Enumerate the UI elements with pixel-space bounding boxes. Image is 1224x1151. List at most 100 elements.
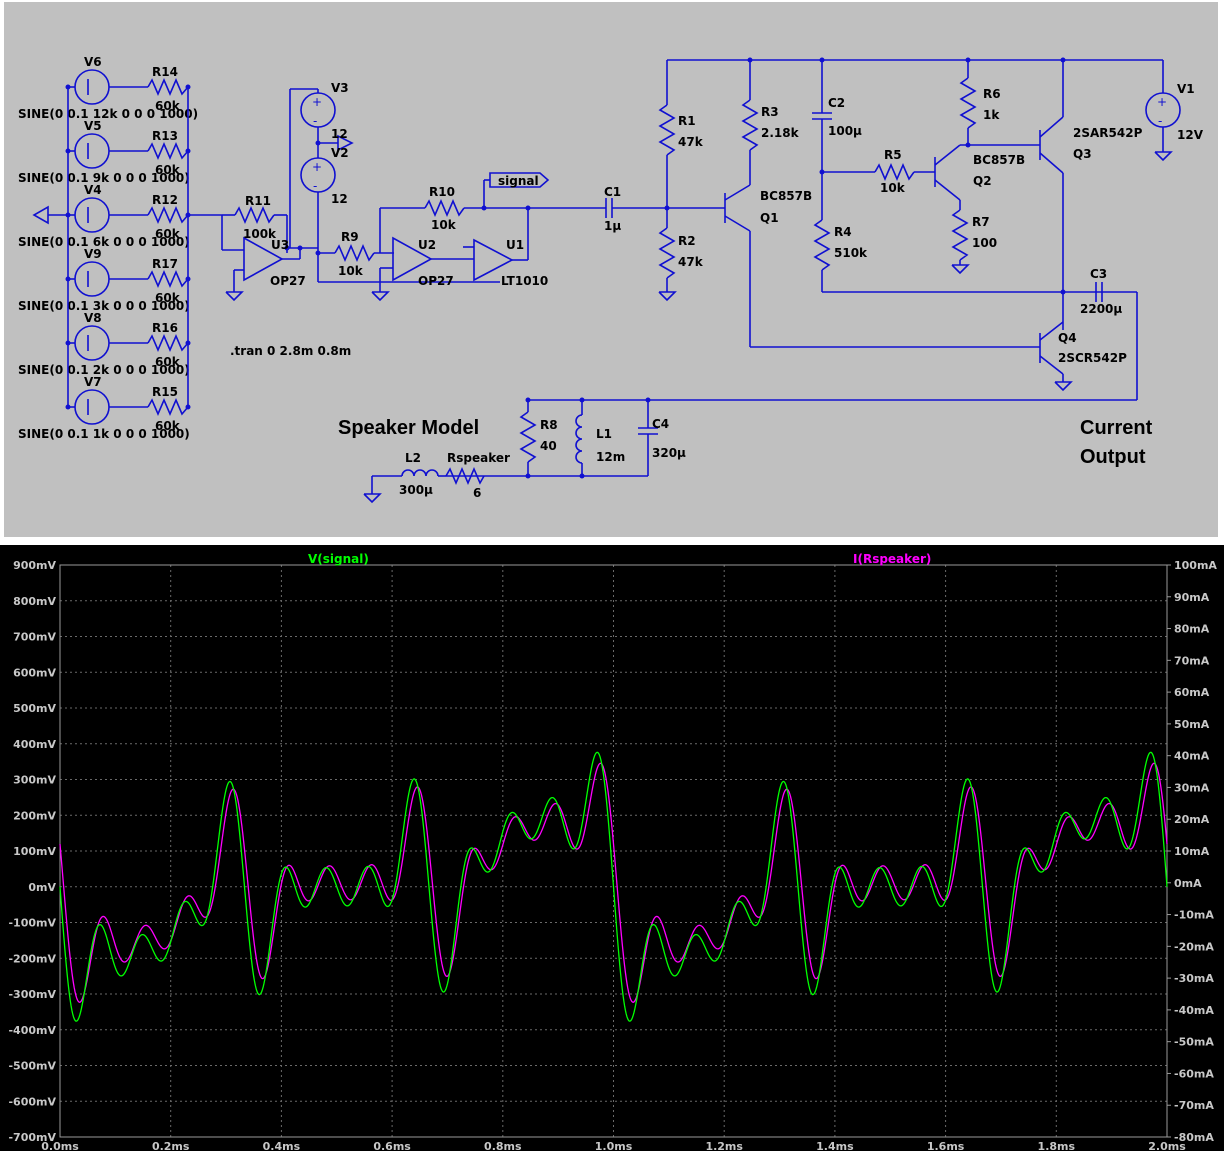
label-v8: V8 xyxy=(84,311,102,325)
y-right-tick-label: 70mA xyxy=(1174,654,1210,667)
svg-text:+: + xyxy=(312,160,322,174)
value-r1: 47k xyxy=(678,135,704,149)
y-right-tick-label: -30mA xyxy=(1174,972,1214,985)
ground-icon xyxy=(658,291,677,302)
y-right-tick-label: -50mA xyxy=(1174,1036,1214,1049)
y-right-tick-label: 50mA xyxy=(1174,718,1210,731)
ground-icon xyxy=(371,291,390,302)
y-right-tick-label: -20mA xyxy=(1174,940,1214,953)
schematic-background xyxy=(4,2,1218,537)
resistor-r12[interactable] xyxy=(147,205,189,225)
y-right-tick-label: -10mA xyxy=(1174,909,1214,922)
resistor-r13[interactable] xyxy=(147,141,189,161)
label-v1: V1 xyxy=(1177,82,1195,96)
resistor-r3[interactable] xyxy=(741,99,759,151)
buffer-u1[interactable] xyxy=(473,238,514,282)
value-v2: 12 xyxy=(331,192,348,206)
x-tick-label: 1.8ms xyxy=(1038,1140,1076,1151)
y-right-tick-label: 30mA xyxy=(1174,781,1210,794)
trace-v-signal[interactable] xyxy=(59,751,1168,1022)
spec-v5: SINE(0 0.1 9k 0 0 0 1000) xyxy=(18,171,190,185)
resistor-r2[interactable] xyxy=(658,227,676,279)
ground-icon xyxy=(225,291,244,302)
resistor-r4[interactable] xyxy=(813,219,831,271)
label-r7: R7 xyxy=(972,215,990,229)
resistor-r5[interactable] xyxy=(874,162,915,182)
x-tick-label: 1.6ms xyxy=(927,1140,965,1151)
label-r10: R10 xyxy=(429,185,455,199)
value-r9: 10k xyxy=(338,264,364,278)
legend-i-rspeaker[interactable]: I(Rspeaker) xyxy=(853,552,931,566)
label-r8: R8 xyxy=(540,418,558,432)
opamp-u2[interactable] xyxy=(392,236,433,282)
net-label-signal[interactable] xyxy=(489,172,550,188)
value-c1: 1µ xyxy=(604,219,621,233)
value-l1: 12m xyxy=(596,450,625,464)
ground-icon xyxy=(1054,381,1073,392)
x-tick-label: 0.8ms xyxy=(484,1140,522,1151)
y-left-tick-label: 700mV xyxy=(13,631,56,644)
label-r11: R11 xyxy=(245,194,271,208)
value-v1: 12V xyxy=(1177,128,1204,142)
type-u3: OP27 xyxy=(270,274,306,288)
trace-i-rspeaker[interactable] xyxy=(59,762,1168,1003)
resistor-r14[interactable] xyxy=(147,77,189,97)
label-v2: V2 xyxy=(331,146,349,160)
value-r12: 60k xyxy=(155,227,181,241)
x-tick-label: 0.0ms xyxy=(41,1140,79,1151)
label-c4: C4 xyxy=(652,417,669,431)
inductor-l1[interactable] xyxy=(575,414,583,464)
resistor-r17[interactable] xyxy=(147,269,189,289)
y-left-tick-label: -400mV xyxy=(8,1024,56,1037)
spice-directive[interactable]: .tran 0 2.8m 0.8m xyxy=(230,344,351,358)
value-r2: 47k xyxy=(678,255,704,269)
label-q3: Q3 xyxy=(1073,147,1092,161)
y-left-tick-label: 0mV xyxy=(28,881,56,894)
y-left-tick-label: -200mV xyxy=(8,952,56,965)
y-right-tick-label: 40mA xyxy=(1174,750,1210,763)
legend-v-signal[interactable]: V(signal) xyxy=(308,552,369,566)
label-r17: R17 xyxy=(152,257,178,271)
label-q2: Q2 xyxy=(973,174,992,188)
label-r6: R6 xyxy=(983,87,1001,101)
value-v3: 12 xyxy=(331,127,348,141)
label-r1: R1 xyxy=(678,114,696,128)
resistor-r7[interactable] xyxy=(951,209,969,261)
inductor-l2[interactable] xyxy=(401,469,439,477)
y-left-tick-label: 900mV xyxy=(13,559,56,572)
label-r12: R12 xyxy=(152,193,178,207)
resistor-r8[interactable] xyxy=(519,411,537,463)
value-r4: 510k xyxy=(834,246,868,260)
resistor-r9[interactable] xyxy=(334,243,375,263)
resistor-r15[interactable] xyxy=(147,397,189,417)
resistor-r16[interactable] xyxy=(147,333,189,353)
value-r16: 60k xyxy=(155,355,181,369)
opamp-u3[interactable] xyxy=(243,236,284,282)
x-tick-label: 0.2ms xyxy=(152,1140,190,1151)
resistor-r11[interactable] xyxy=(234,205,275,225)
label-c1: C1 xyxy=(604,185,621,199)
resistor-r1[interactable] xyxy=(658,104,676,156)
u2-u1-stage xyxy=(284,172,550,302)
value-l2: 300µ xyxy=(399,483,433,497)
resistor-r6[interactable] xyxy=(959,77,977,129)
resistor-r10[interactable] xyxy=(424,198,465,218)
y-left-tick-label: 500mV xyxy=(13,702,56,715)
label-v7: V7 xyxy=(84,375,102,389)
value-r14: 60k xyxy=(155,99,181,113)
resistor-rspeaker[interactable] xyxy=(445,466,485,486)
value-r13: 60k xyxy=(155,163,181,177)
y-right-tick-label: 100mA xyxy=(1174,559,1217,572)
speaker-model xyxy=(363,397,658,504)
spec-v9: SINE(0 0.1 3k 0 0 0 1000) xyxy=(18,299,190,313)
u3-stage xyxy=(221,205,318,302)
output-stage: + - xyxy=(528,57,1181,401)
y-right-tick-label: 90mA xyxy=(1174,591,1210,604)
spec-v6: SINE(0 0.1 12k 0 0 0 1000) xyxy=(18,107,198,121)
